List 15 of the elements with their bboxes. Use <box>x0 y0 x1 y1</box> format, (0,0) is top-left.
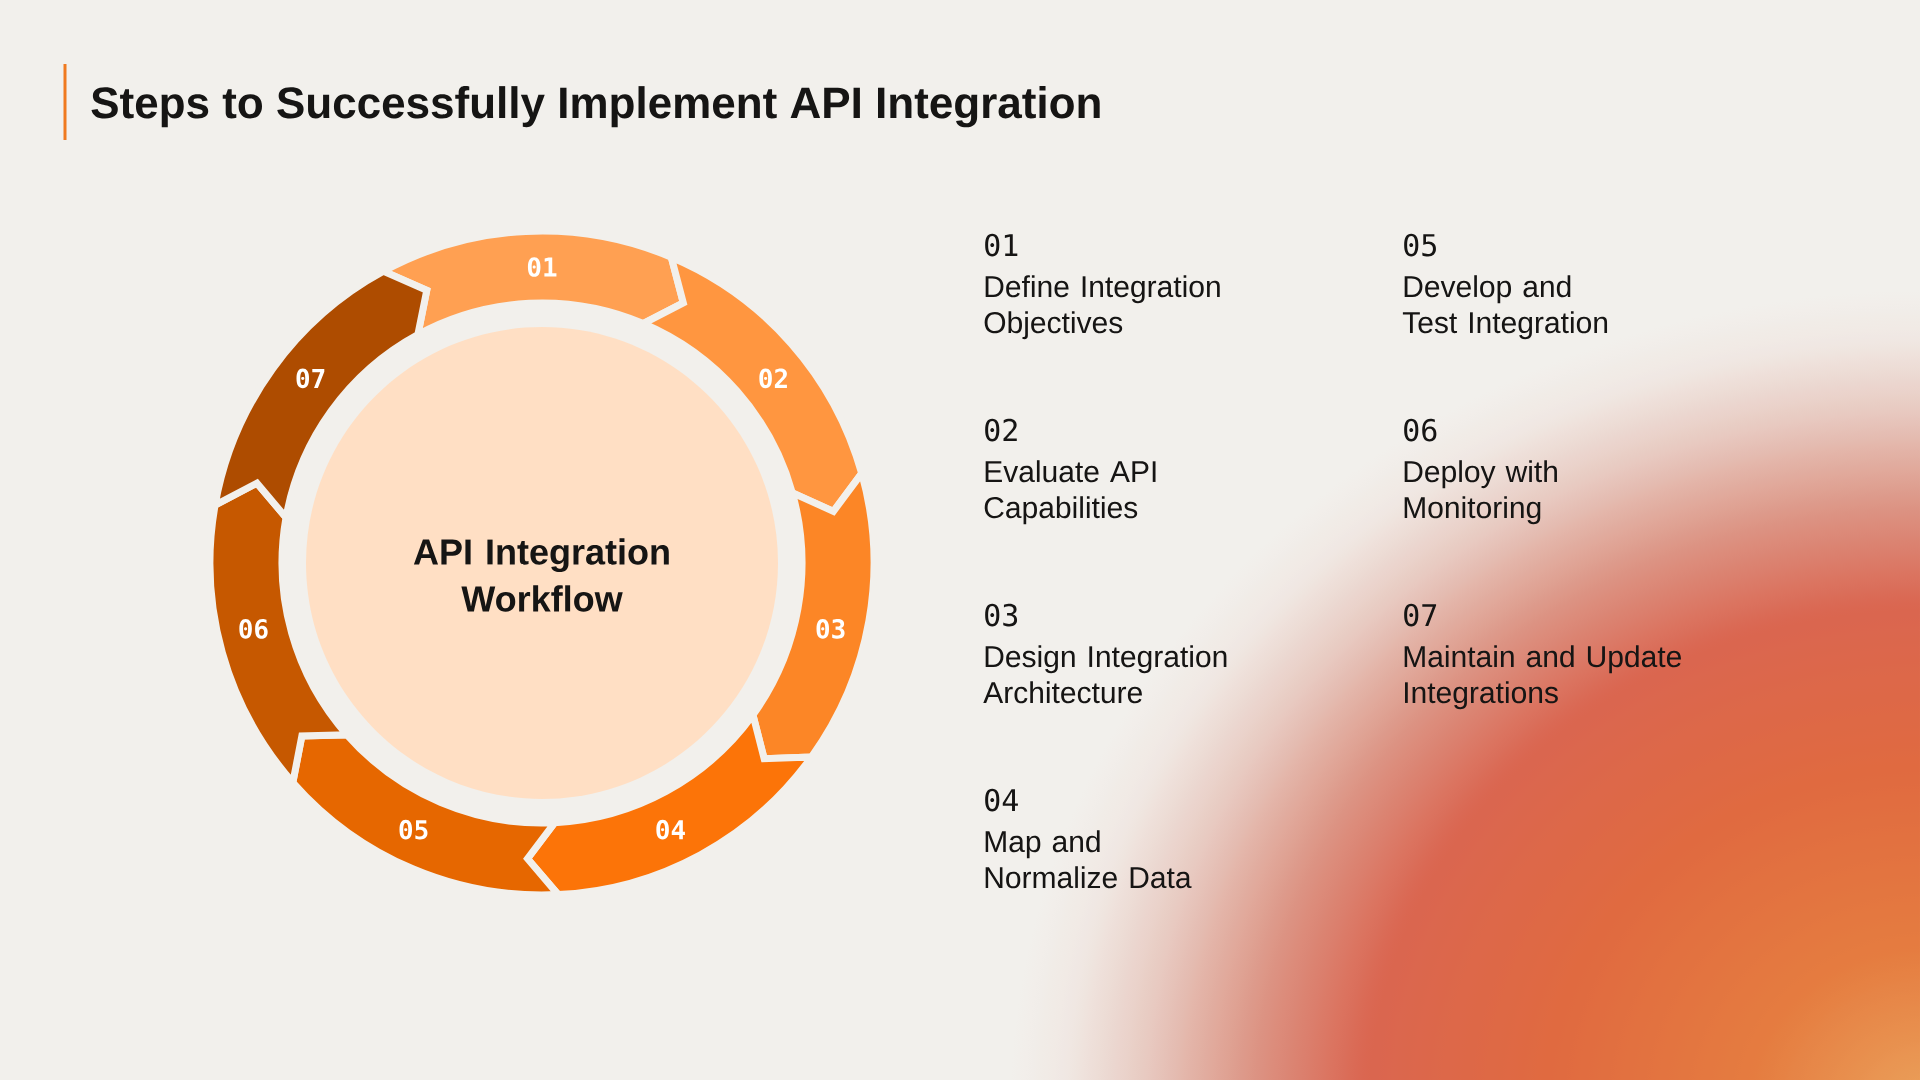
step-label: Develop and Test Integration <box>1402 275 1608 340</box>
step-label: Evaluate API Capabilities <box>984 460 1156 525</box>
step-number: 02 <box>985 418 1017 442</box>
step-label: Design Integration Architecture <box>983 645 1227 704</box>
step-number: 04 <box>985 788 1018 812</box>
step-number: 06 <box>1404 418 1437 442</box>
title: Steps to Successfully Implement API Integration <box>91 86 1100 128</box>
step-number: 07 <box>1404 603 1437 627</box>
step-label: Map and Normalize Data <box>985 830 1192 889</box>
step-number: 01 <box>985 233 1018 257</box>
step-label: Maintain and Update Integrations <box>1404 645 1681 710</box>
step-label: Define Integration Objectives <box>984 275 1220 340</box>
step-number: 03 <box>985 603 1018 627</box>
step-label: Deploy with Monitoring <box>1404 460 1557 525</box>
step-number: 05 <box>1404 233 1436 257</box>
